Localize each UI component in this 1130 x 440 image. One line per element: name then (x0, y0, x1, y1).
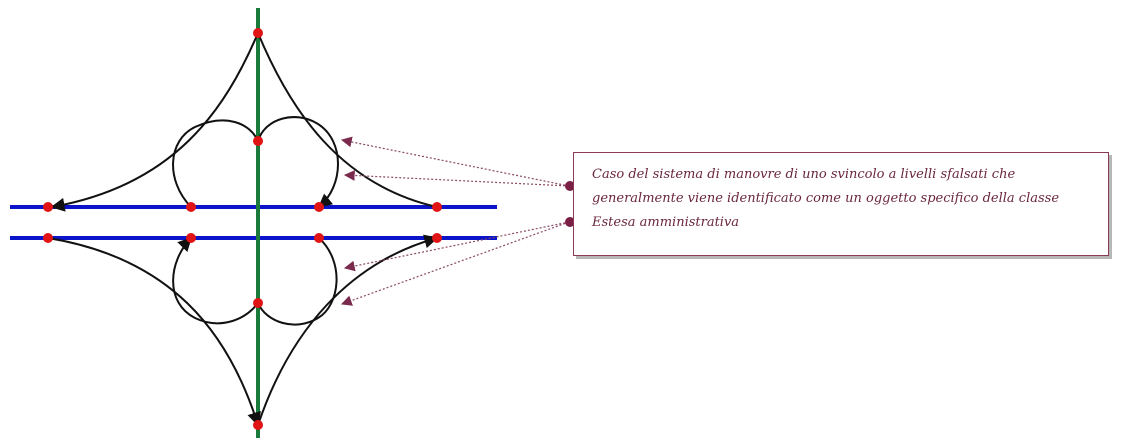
node-bottom (253, 420, 263, 430)
loop-ramp-bottom-right (257, 237, 338, 326)
leader-anchor-lower (565, 217, 575, 227)
outer-ramp-top-left (50, 32, 259, 212)
loop-ramp-bottom-left (172, 236, 259, 325)
outer-ramp-bottom-right (257, 234, 439, 426)
outer-ramp-top-right (257, 32, 438, 208)
node-upper-far-left (43, 202, 53, 212)
callout-leaders (340, 136, 570, 306)
node-upper-left (186, 202, 196, 212)
outer-ramp-bottom-left (47, 237, 261, 427)
leader-upper-2 (343, 170, 570, 187)
leader-anchor-upper (565, 181, 575, 191)
leader-lower-2 (340, 221, 570, 306)
leader-upper-1 (340, 136, 570, 187)
leader-lower-1 (343, 221, 570, 272)
node-lower-right (314, 233, 324, 243)
annotation-text: Caso del sistema di manovre di uno svinc… (592, 167, 1060, 230)
node-upper-right (314, 202, 324, 212)
node-top (253, 28, 263, 38)
loop-ramp-top-right (257, 116, 339, 208)
node-upper-center (253, 136, 263, 146)
loop-ramp-top-left (172, 119, 259, 208)
node-lower-center (253, 298, 263, 308)
node-lower-far-right (432, 233, 442, 243)
node-lower-left (186, 233, 196, 243)
annotation-callout: Caso del sistema di manovre di uno svinc… (573, 152, 1109, 256)
node-lower-far-left (43, 233, 53, 243)
node-upper-far-right (432, 202, 442, 212)
junction-nodes (43, 28, 442, 430)
